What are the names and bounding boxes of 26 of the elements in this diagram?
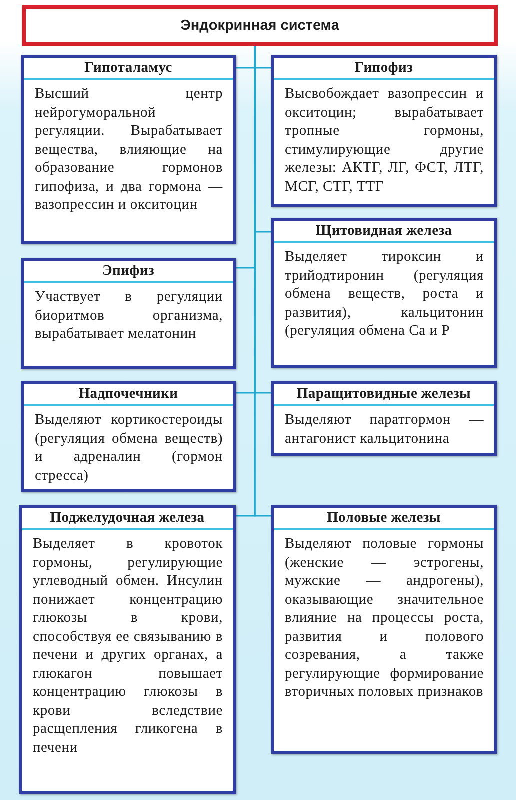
card-text: Выделяют кортикостероиды (регуляция обмена веществ) и адреналин (гормон стресса) [34, 411, 224, 485]
card-text: Выделяет тироксин и трийодтиронин (регуляция обмена веществ, роста и развития), кальцитонин (регуляция обмена Ca и P [284, 248, 485, 340]
card-text: Выделяют паратгормон — антагонист кальцитонина [284, 411, 485, 448]
card-text: Высвобождает вазопрессин и окситоцин; вырабатывает тропные гормоны, стимулирующие другие железы: АКТГ, ЛГ, ФСТ, ЛТГ, МСГ, СТГ, ТТГ [284, 85, 485, 196]
node-label: Эндокринная система [180, 18, 340, 34]
card-heading: Эпифиз [102, 262, 154, 280]
info-card [21, 258, 236, 369]
info-card [271, 505, 497, 754]
info-card [21, 55, 236, 244]
card-heading: Паращитовидные железы [296, 386, 472, 402]
info-card [19, 505, 236, 794]
card-text: Участвует в регуляции биоритмов организма, вырабатывает мелатонин [34, 288, 224, 344]
card-text: Выделяет в кровоток гормоны, регулирующие углеводный обмен. Инсулин понижает концентрацию глюкозы в крови, способствуя ее связыванию в печени и других органах, а глюкагон повышает концентрацию глюкозы в крови вследствие расщепления гликогена в печени [32, 535, 224, 757]
card-heading: Гипофиз [354, 60, 414, 76]
card-heading: Половые железы [327, 510, 441, 526]
card-heading: Поджелудочная железа [50, 510, 205, 526]
info-card [271, 55, 497, 207]
card-heading: Надпочечники [78, 386, 178, 402]
info-card [271, 218, 497, 368]
card-text: Высший центр нейрогуморальной регуляции. Вырабатывает вещества, влияющие на образование гормонов гипофиза, и два гормона — вазопрессин и окситоцин [34, 85, 224, 214]
info-card [21, 381, 236, 492]
card-heading: Щитовидная железа [316, 222, 452, 240]
title-banner [22, 5, 498, 46]
card-text: Выделяют половые гормоны (женские — эстрогены, мужские — андрогены), оказывающие значительное влияние на процессы роста, развития и полового созревания, а также регулирующие формирование вторичных половых признаков [284, 535, 485, 702]
info-card [271, 381, 497, 456]
card-heading: Гипоталамус [84, 60, 172, 76]
